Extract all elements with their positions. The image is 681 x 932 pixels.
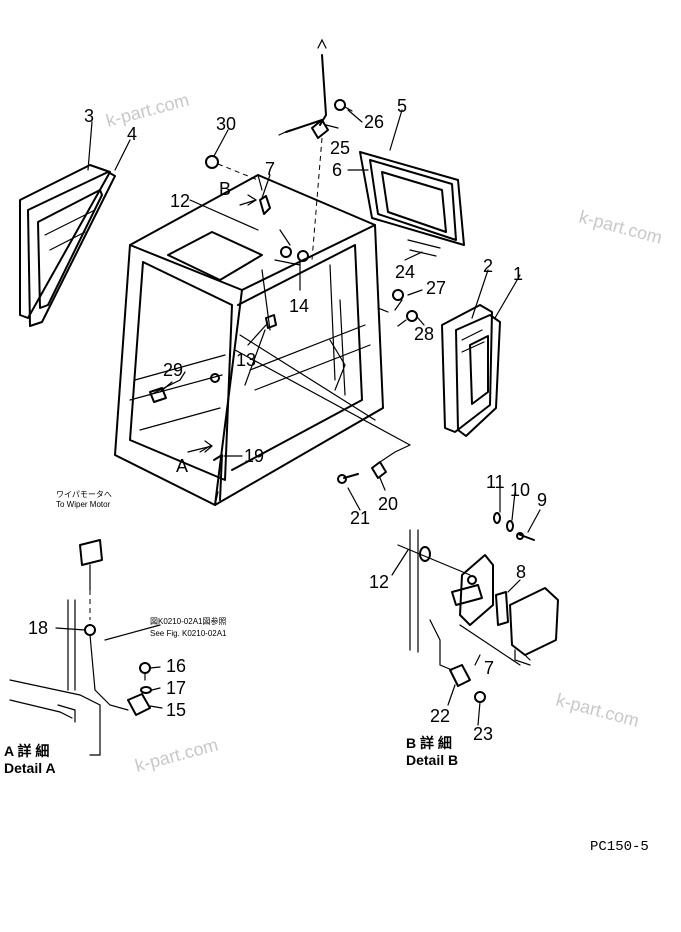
- callout-13: 13: [236, 350, 256, 370]
- watermark: k-part.com: [133, 735, 220, 776]
- view-marker-b: B: [219, 179, 231, 199]
- callout-22: 22: [430, 706, 450, 726]
- callout-19: 19: [244, 446, 264, 466]
- callout-26: 26: [364, 112, 384, 132]
- figure-code: PC150-5: [590, 839, 649, 855]
- window-right-top: [359, 151, 465, 257]
- callout-7: 7: [265, 159, 275, 179]
- callout-numbers: 1 2 3 4 5 6 7 7 8 9 10 11 12 12 13 14 15…: [28, 96, 547, 744]
- watermark: k-part.com: [104, 90, 191, 131]
- wiper-note-en: To Wiper Motor: [56, 500, 111, 509]
- callout-6: 6: [332, 160, 342, 180]
- callout-12: 12: [170, 191, 190, 211]
- callout-18: 18: [28, 618, 48, 638]
- callout-10: 10: [510, 480, 530, 500]
- callout-24: 24: [395, 262, 415, 282]
- leader-lines: [55, 109, 541, 726]
- callout-28: 28: [414, 324, 434, 344]
- detail-b-drawing: [397, 512, 559, 703]
- callout-4: 4: [127, 124, 137, 144]
- see-fig-en: See Fig. K0210-02A1: [150, 629, 227, 638]
- watermark: k-part.com: [554, 690, 641, 731]
- callout-15: 15: [166, 700, 186, 720]
- callout-30: 30: [216, 114, 236, 134]
- callout-2: 2: [483, 256, 493, 276]
- callout-3: 3: [84, 106, 94, 126]
- detail-a-drawing: [9, 539, 161, 756]
- detail-a-label-en: Detail A: [4, 760, 56, 776]
- callout-1: 1: [513, 264, 523, 284]
- callout-20: 20: [378, 494, 398, 514]
- cab-frame: [114, 174, 411, 506]
- see-fig-jp: 図K0210-02A1図参照: [150, 616, 226, 626]
- callout-17: 17: [166, 678, 186, 698]
- small-parts: [149, 99, 418, 501]
- callout-8: 8: [516, 562, 526, 582]
- callout-25: 25: [330, 138, 350, 158]
- callout-14: 14: [289, 296, 309, 316]
- wiper-note-jp: ワイパモータへ: [56, 490, 112, 499]
- watermark: k-part.com: [577, 207, 664, 248]
- wiper-arm: [278, 38, 329, 261]
- detail-b-label-jp: B 詳 細: [406, 735, 452, 751]
- window-door: [441, 304, 501, 437]
- callout-29: 29: [163, 360, 183, 380]
- callout-7b: 7: [484, 658, 494, 678]
- callout-9: 9: [537, 490, 547, 510]
- callout-5: 5: [397, 96, 407, 116]
- view-marker-a: A: [176, 456, 188, 476]
- callout-21: 21: [350, 508, 370, 528]
- callout-23: 23: [473, 724, 493, 744]
- detail-b-label-en: Detail B: [406, 752, 458, 768]
- callout-27: 27: [426, 278, 446, 298]
- detail-a-label-jp: A 詳 細: [4, 743, 49, 759]
- callout-16: 16: [166, 656, 186, 676]
- window-left: [19, 164, 116, 327]
- callout-12b: 12: [369, 572, 389, 592]
- callout-11: 11: [486, 472, 505, 492]
